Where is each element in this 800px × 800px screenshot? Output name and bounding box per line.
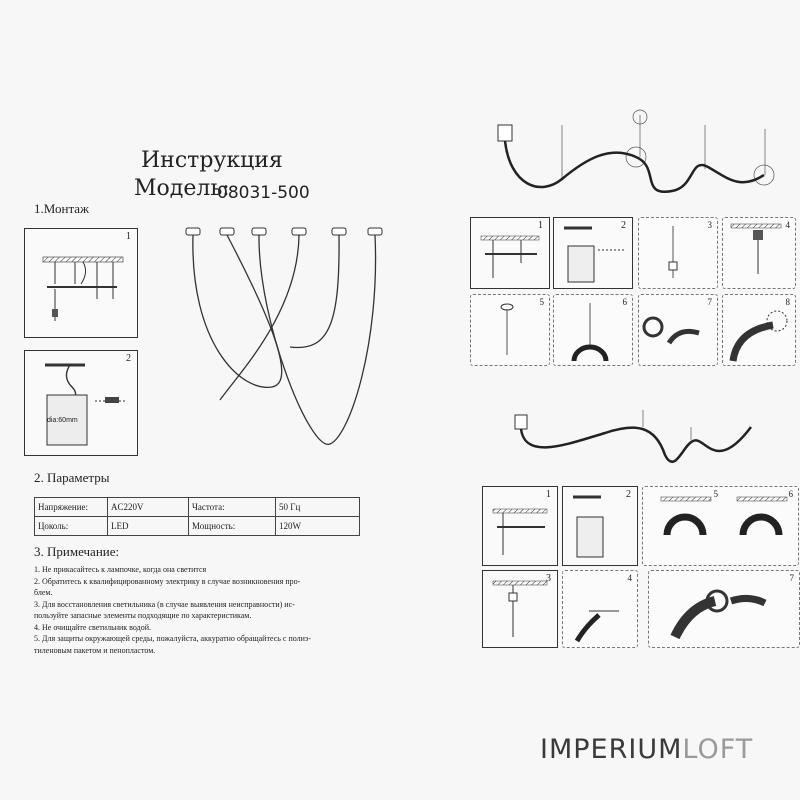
- wave-lamp-illustration-bottom: [514, 410, 752, 464]
- panel-number: 6: [622, 297, 628, 307]
- panel-number: 3: [546, 573, 551, 584]
- chandelier-illustration: [185, 227, 383, 445]
- panel-number: 1: [538, 220, 543, 231]
- step-6-illustration: [571, 303, 609, 362]
- note-line: 1. Не прикасайтесь к лампочке, когда она…: [34, 565, 207, 574]
- base-value: LED: [107, 516, 189, 536]
- step-b3-illustration: [492, 580, 548, 637]
- model-code: 08031-500: [217, 183, 310, 203]
- step-2-illustration: [564, 226, 624, 283]
- panel-number: 8: [785, 297, 791, 307]
- note-line: 2. Обратитесь к квалифицированному элект…: [34, 576, 301, 586]
- notes-list: 1. Не прикасайтесь к лампочке, когда она…: [34, 564, 311, 656]
- canopy-illustration: [45, 363, 125, 446]
- model-label: Модель:: [134, 176, 230, 201]
- note-line: пользуйте запасные элементы подходящие п…: [34, 611, 252, 620]
- wave-lamp-illustration-top: [497, 109, 775, 194]
- frequency-label: Частота:: [188, 497, 276, 517]
- parameters-table: Напряжение: AC220V Частота: 50 Гц Цоколь…: [34, 497, 360, 536]
- step-7-illustration: [642, 316, 700, 345]
- power-label: Мощность:: [188, 516, 276, 536]
- brand-logo: IMPERIUMLOFT: [540, 734, 753, 765]
- step-4-illustration: [730, 223, 782, 274]
- panel-number: 4: [627, 573, 633, 583]
- step-6-panel: 6: [553, 294, 633, 366]
- mount-step-1-panel: 1: [24, 228, 138, 338]
- step-8-illustration: [729, 310, 788, 362]
- base-label: Цоколь:: [34, 516, 108, 536]
- step-4-panel: 4: [722, 217, 796, 289]
- frequency-value: 50 Гц: [275, 497, 360, 517]
- note-line: блем.: [34, 588, 53, 597]
- note-line: 4. Не очищайте светильник водой.: [34, 622, 152, 632]
- panel-number: 1: [546, 489, 551, 500]
- step-1-panel: 1: [470, 217, 550, 289]
- panel-number: 2: [126, 353, 131, 364]
- step-b2-illustration: [573, 495, 604, 558]
- step-5-panel: 5: [470, 294, 550, 366]
- panel-number: 7: [707, 297, 713, 307]
- section-notes-heading: 3. Примечание:: [34, 544, 120, 559]
- note-line: 5. Для защиты окружающей среды, пожалуйс…: [34, 634, 312, 643]
- step-8-panel: 8: [722, 294, 796, 366]
- panel-number: 7: [789, 573, 795, 583]
- panel-number: 2: [621, 220, 626, 231]
- section-mount-heading: 1.Монтаж: [34, 201, 90, 216]
- diameter-label: dia:60mm: [47, 417, 78, 424]
- step-5-illustration: [500, 303, 514, 355]
- step-7-panel: 7: [638, 294, 718, 366]
- step-b5-b6-panel: 5 6: [642, 486, 799, 566]
- panel-number: 2: [626, 489, 631, 500]
- panel-number: 5: [713, 489, 719, 499]
- panel-number: 4: [785, 220, 791, 230]
- ceiling-mount-illustration: [42, 256, 124, 321]
- voltage-value: AC220V: [107, 497, 189, 517]
- step-3-panel: 3: [638, 217, 718, 289]
- panel-number: 3: [707, 220, 713, 230]
- power-value: 120W: [275, 516, 360, 536]
- step-b1-panel: 1: [482, 486, 558, 566]
- step-b3-panel: 3: [482, 570, 558, 648]
- section-params-heading: 2. Параметры: [34, 470, 110, 485]
- step-b4-panel: 4: [562, 570, 638, 648]
- step-3-illustration: [668, 226, 678, 278]
- panel-number: 6: [788, 489, 794, 499]
- step-b2-panel: 2: [562, 486, 638, 566]
- step-b7-illustration: [670, 589, 767, 640]
- brand-left: IMPERIUM: [540, 734, 683, 765]
- brand-right: LOFT: [682, 734, 754, 765]
- step-b4-illustration: [574, 610, 619, 643]
- mount-step-2-panel: 2 dia:60mm: [24, 350, 138, 456]
- step-2-panel: 2: [553, 217, 633, 289]
- step-b5-b6-illustration: [660, 496, 788, 536]
- panel-number: 1: [126, 231, 131, 242]
- note-line: 3. Для восстановления светильника (в слу…: [34, 599, 295, 609]
- step-b7-panel: 7: [648, 570, 800, 648]
- voltage-label: Напряжение:: [34, 497, 108, 517]
- step-1-illustration: [480, 235, 540, 278]
- panel-number: 5: [539, 297, 545, 307]
- document-title: Инструкция: [141, 148, 283, 173]
- step-b1-illustration: [492, 508, 548, 555]
- note-line: тиленовым пакетом и пенопластом.: [34, 645, 156, 655]
